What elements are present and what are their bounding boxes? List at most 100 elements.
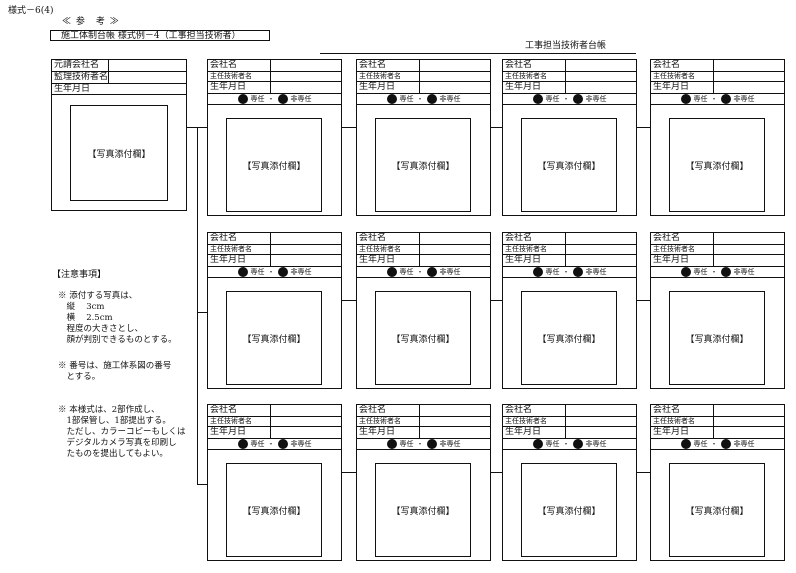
non-fulltime-radio[interactable] <box>572 267 583 277</box>
fulltime-radio[interactable] <box>680 94 691 104</box>
note-line: 顔が判別できるものとする。 <box>58 335 177 345</box>
fulltime-label: 専任 <box>399 268 414 276</box>
connector-line <box>637 300 650 301</box>
prime-supervisor-row: 監理技術者名 <box>52 72 186 84</box>
separator: ・ <box>562 268 570 276</box>
photo-label: 【写真添付欄】 <box>537 334 601 345</box>
engineer-card: 会社名主任技術者名生年月日専任・非専任【写真添付欄】 <box>650 404 785 561</box>
non-fulltime-radio[interactable] <box>277 94 288 104</box>
engineer-photo-box: 【写真添付欄】 <box>226 291 322 385</box>
engineer-card: 会社名主任技術者名生年月日専任・非専任【写真添付欄】 <box>502 59 637 216</box>
engineer-photo-box: 【写真添付欄】 <box>226 118 322 212</box>
cell-divider <box>270 255 271 266</box>
employment-status: 専任・非専任 <box>503 439 636 450</box>
cell-divider <box>713 427 714 438</box>
non-fulltime-radio[interactable] <box>277 267 288 277</box>
chief-engineer-row: 主任技術者名 <box>357 245 490 255</box>
cell-divider <box>419 427 420 438</box>
cell-divider <box>270 245 271 254</box>
non-fulltime-radio[interactable] <box>277 439 288 449</box>
note-line: たものを提出してもよい。 <box>58 449 168 459</box>
fulltime-label: 専任 <box>399 95 414 103</box>
separator: ・ <box>710 268 718 276</box>
birth-label: 生年月日 <box>653 427 690 437</box>
birth-row: 生年月日 <box>357 427 490 439</box>
birth-label: 生年月日 <box>210 427 247 437</box>
photo-label: 【写真添付欄】 <box>391 334 455 345</box>
non-fulltime-label: 非専任 <box>585 268 607 276</box>
chief-engineer-label: 主任技術者名 <box>505 417 547 425</box>
chief-engineer-row: 主任技術者名 <box>503 72 636 82</box>
fulltime-radio[interactable] <box>386 94 397 104</box>
company-label: 会社名 <box>505 233 533 243</box>
birth-label: 生年月日 <box>653 255 690 265</box>
fulltime-radio[interactable] <box>532 267 543 277</box>
non-fulltime-radio[interactable] <box>720 267 731 277</box>
non-fulltime-radio[interactable] <box>426 267 437 277</box>
non-fulltime-label: 非専任 <box>290 95 312 103</box>
cell-divider <box>713 60 714 71</box>
connector-line <box>637 127 650 128</box>
engineer-photo-box: 【写真添付欄】 <box>375 291 471 385</box>
cell-divider <box>713 72 714 81</box>
cell-divider <box>419 82 420 93</box>
notes-title: 【注意事項】 <box>52 270 107 280</box>
prime-photo-box: 【写真添付欄】 <box>70 105 168 201</box>
separator: ・ <box>416 268 424 276</box>
chief-engineer-label: 主任技術者名 <box>653 417 695 425</box>
fulltime-radio[interactable] <box>532 439 543 449</box>
company-label: 会社名 <box>653 233 681 243</box>
fulltime-radio[interactable] <box>237 94 248 104</box>
company-label: 会社名 <box>210 60 238 70</box>
birth-row: 生年月日 <box>357 255 490 267</box>
fulltime-radio[interactable] <box>386 439 397 449</box>
non-fulltime-radio[interactable] <box>426 439 437 449</box>
chief-engineer-row: 主任技術者名 <box>357 72 490 82</box>
ledger-title: 工事担当技術者台帳 <box>525 41 607 51</box>
fulltime-radio[interactable] <box>680 439 691 449</box>
fulltime-label: 専任 <box>545 440 560 448</box>
company-label: 会社名 <box>359 60 387 70</box>
separator: ・ <box>710 95 718 103</box>
non-fulltime-radio[interactable] <box>720 94 731 104</box>
engineer-card: 会社名主任技術者名生年月日専任・非専任【写真添付欄】 <box>356 59 491 216</box>
employment-status: 専任・非専任 <box>208 267 341 278</box>
non-fulltime-radio[interactable] <box>426 94 437 104</box>
separator: ・ <box>416 95 424 103</box>
prime-supervisor-label: 監理技術者名 <box>54 72 109 82</box>
engineer-card: 会社名主任技術者名生年月日専任・非専任【写真添付欄】 <box>502 232 637 389</box>
fulltime-radio[interactable] <box>237 267 248 277</box>
separator: ・ <box>416 440 424 448</box>
company-row: 会社名 <box>357 60 490 72</box>
non-fulltime-label: 非専任 <box>585 440 607 448</box>
photo-label: 【写真添付欄】 <box>242 506 306 517</box>
fulltime-radio[interactable] <box>386 267 397 277</box>
chief-engineer-row: 主任技術者名 <box>651 72 784 82</box>
fulltime-label: 専任 <box>693 440 708 448</box>
engineer-photo-box: 【写真添付欄】 <box>521 118 617 212</box>
non-fulltime-radio[interactable] <box>572 94 583 104</box>
company-label: 会社名 <box>505 405 533 415</box>
chief-engineer-label: 主任技術者名 <box>210 245 252 253</box>
non-fulltime-radio[interactable] <box>572 439 583 449</box>
birth-label: 生年月日 <box>505 255 542 265</box>
birth-row: 生年月日 <box>503 82 636 94</box>
separator: ・ <box>267 95 275 103</box>
chief-engineer-row: 主任技術者名 <box>208 245 341 255</box>
fulltime-radio[interactable] <box>680 267 691 277</box>
company-row: 会社名 <box>503 60 636 72</box>
note-line: 1部保管し、1部提出する。 <box>58 416 171 426</box>
photo-label: 【写真添付欄】 <box>537 161 601 172</box>
fulltime-radio[interactable] <box>237 439 248 449</box>
birth-label: 生年月日 <box>210 255 247 265</box>
fulltime-radio[interactable] <box>532 94 543 104</box>
company-row: 会社名 <box>357 405 490 417</box>
non-fulltime-radio[interactable] <box>720 439 731 449</box>
birth-row: 生年月日 <box>503 427 636 439</box>
non-fulltime-label: 非専任 <box>733 440 755 448</box>
company-row: 会社名 <box>651 60 784 72</box>
prime-contractor-card: 元請会社名 監理技術者名 生年月日 【写真添付欄】 <box>51 59 187 211</box>
engineer-photo-box: 【写真添付欄】 <box>375 118 471 212</box>
reference-label: ≪ 参 考 ≫ <box>62 17 120 27</box>
photo-label: 【写真添付欄】 <box>87 149 151 160</box>
